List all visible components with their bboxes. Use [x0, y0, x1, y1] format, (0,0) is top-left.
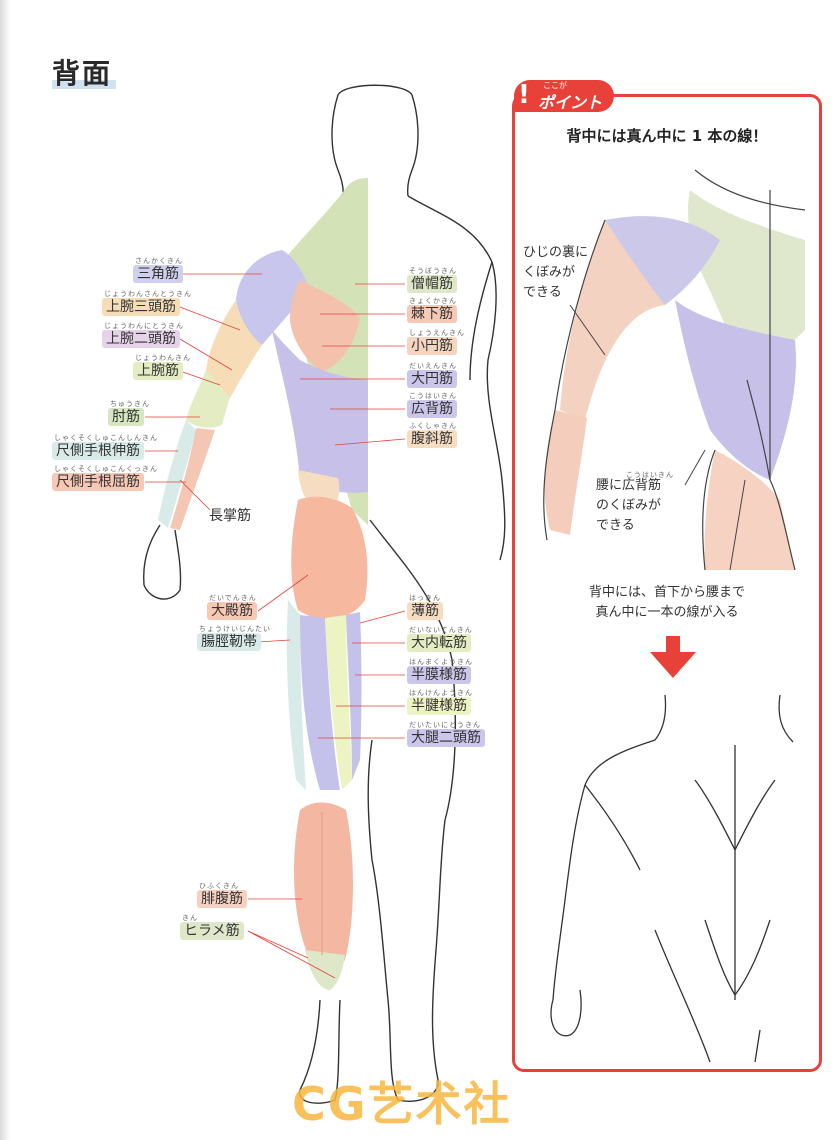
back-line-drawing [550, 694, 794, 1063]
muscle-iliotibial [286, 600, 306, 790]
closeup-deltoid [605, 216, 720, 305]
label-ruby-koubai: こうはいきん [409, 392, 457, 400]
waist-pointer [684, 449, 706, 486]
note-elbow-line-3: できる [523, 285, 562, 300]
muscle-infraspinatus [290, 280, 360, 372]
label-hirame: ヒラメ筋 [180, 922, 244, 940]
label-ruby-daiden: だいでんきん [209, 594, 257, 602]
closeup-latissimus [675, 300, 796, 480]
label-hanken: 半腱様筋 [407, 697, 471, 715]
title-underline [52, 80, 116, 89]
page-title: 背面 [52, 57, 113, 90]
muscle-gluteus [291, 496, 368, 620]
label-ruby-sankakukin: さんかくきん [135, 257, 183, 265]
label-ruby-hakkin: はっきん [409, 594, 441, 602]
note-waist-line-2: のくぼみが [596, 498, 662, 513]
label-ruby-hirame: きん [182, 914, 198, 922]
label-shakusokushin: 尺側手根伸筋 [52, 442, 144, 460]
label-ruby-shakusokushin: しゃくそくしゅこんしんきん [54, 434, 158, 442]
label-choushou: 長掌筋 [209, 508, 251, 524]
note-elbow: ひじの裏に くぼみが できる [523, 243, 588, 303]
note-waist-line-1: 腰に広背筋 [596, 478, 662, 493]
label-jouwannitou: 上腕二頭筋 [102, 330, 180, 348]
muscle-latissimus [272, 330, 368, 493]
label-hifuku: 腓腹筋 [197, 890, 247, 908]
label-daitainitou: 大腿二頭筋 [407, 729, 485, 747]
label-jouwan: 上腕筋 [133, 362, 183, 380]
back-closeup-illustration [515, 169, 806, 570]
note-waist: 腰に広背筋 のくぼみが できる [596, 476, 661, 536]
muscle-oblique [298, 470, 340, 505]
note-waist-line-3: できる [596, 518, 635, 533]
point-caption: 背中には、首下から腰まで 真ん中に一本の線が入る [512, 583, 822, 623]
note-waist-ruby: こうはいきん [626, 471, 674, 479]
label-hakkin: 薄筋 [407, 602, 443, 620]
muscle-gastrocnemius [294, 802, 354, 972]
label-ruby-jouwansantou: じょうわんさんとうきん [104, 290, 192, 298]
spine-pointer [729, 479, 746, 570]
label-ruby-hanmakuyou: はんまくようきん [409, 658, 473, 666]
label-kyokka: 棘下筋 [407, 305, 457, 323]
label-ruby-hanken: はんけんようきん [409, 689, 473, 697]
label-shakusokukutsu: 尺側手根屈筋 [52, 473, 144, 491]
elbow-pointer [569, 304, 606, 356]
note-elbow-line-1: ひじの裏に [523, 245, 589, 260]
label-choukeijin: 腸脛靭帯 [197, 633, 261, 651]
watermark: CG艺术社 [292, 1077, 512, 1131]
point-caption-line-2: 真ん中に一本の線が入る [595, 605, 739, 620]
label-ruby-jouwan: じょうわんきん [135, 354, 191, 362]
label-shouen: 小円筋 [407, 337, 457, 355]
label-ruby-shouen: しょうえんきん [409, 329, 465, 337]
point-tab [514, 80, 614, 112]
closeup-outline [543, 169, 806, 570]
point-caption-line-1: 背中には、首下から腰まで [588, 585, 745, 600]
figure-outline [142, 84, 506, 1104]
label-ruby-hifuku: ひふくきん [199, 882, 239, 890]
page-edge-shadow [0, 0, 10, 1140]
muscle-triceps [206, 300, 262, 398]
muscle-forearm-extensor [158, 420, 196, 528]
label-ruby-daitainitou: だいたいにとうきん [409, 721, 481, 729]
label-ruby-soubou: そうぼうきん [409, 267, 457, 275]
point-tab-label: ポイント [538, 93, 603, 112]
closeup-gluteus [704, 450, 795, 570]
muscle-brachialis [186, 370, 230, 428]
label-fukushakin: 腹斜筋 [407, 430, 457, 448]
label-ruby-daien: だいえんきん [409, 362, 457, 370]
label-koubai: 広背筋 [407, 400, 457, 418]
note-elbow-line-2: くぼみが [523, 265, 576, 280]
closeup-trapezius [688, 190, 805, 380]
label-ruby-choukeijin: ちょうけいじんたい [199, 625, 271, 633]
label-ruby-fukushakin: ふくしゃきん [409, 422, 457, 430]
label-hanmakuyou: 半膜様筋 [407, 666, 471, 684]
point-panel [512, 94, 822, 1072]
muscle-semitendinosus [325, 615, 352, 790]
point-tab-ruby: ここが [543, 81, 567, 90]
label-chuu: 肘筋 [108, 408, 144, 426]
exclamation-icon: ! [518, 80, 530, 110]
label-soubou: 僧帽筋 [407, 275, 457, 293]
muscle-forearm-flexor [170, 428, 215, 530]
label-ruby-chuu: ちゅうきん [110, 400, 150, 408]
muscle-soleus [305, 950, 345, 990]
label-ruby-jouwannitou: じょうわんにとうきん [104, 322, 184, 330]
label-dainaiten: 大内転筋 [407, 634, 471, 652]
label-ruby-kyokka: きょくかきん [409, 297, 457, 305]
closeup-forearm [544, 410, 587, 535]
point-heading: 背中には真ん中に 1 本の線！ [566, 127, 768, 145]
label-ruby-shakusokukutsu: しゃくそくしゅこんくっきん [54, 465, 158, 473]
label-jouwansantou: 上腕三頭筋 [102, 298, 180, 316]
muscle-biceps-femoris [300, 615, 340, 790]
label-daien: 大円筋 [407, 370, 457, 388]
closeup-upper-arm [560, 220, 665, 420]
down-arrow-icon [650, 636, 696, 678]
label-ruby-dainaiten: だいないてんきん [409, 626, 473, 634]
label-sankakukin: 三角筋 [133, 265, 183, 283]
label-daiden: 大殿筋 [207, 602, 257, 620]
leader-lines [145, 273, 406, 979]
